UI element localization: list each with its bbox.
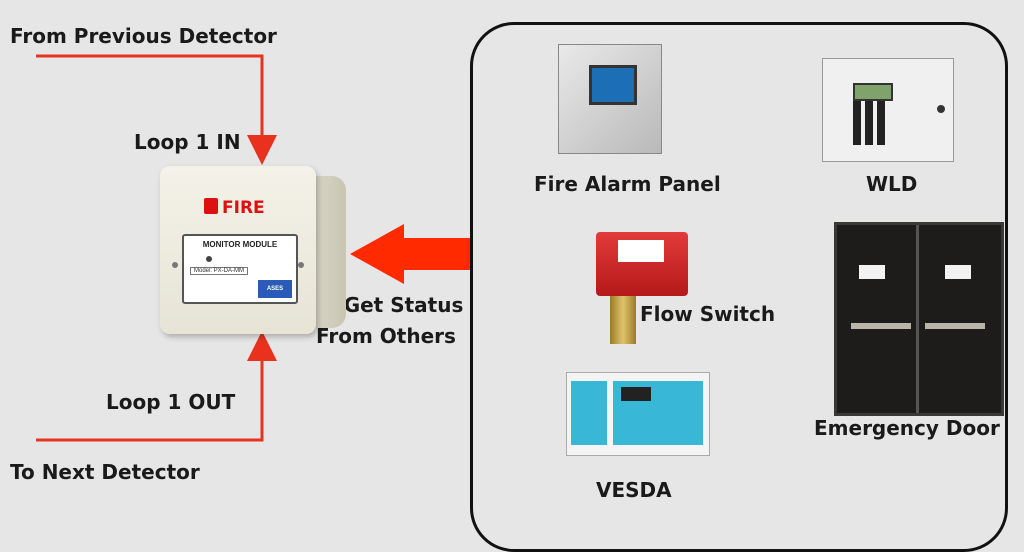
- door-sign-icon: [859, 265, 885, 279]
- input-wire: [36, 54, 277, 165]
- vesda-left-panel: [571, 381, 607, 445]
- flow-switch-tag: [618, 240, 664, 262]
- plate-model: Model: PX-DA-MM: [190, 267, 249, 275]
- led-indicator-icon: [206, 256, 212, 262]
- brand-logo: ASES: [258, 280, 292, 298]
- vesda-display: [621, 387, 651, 401]
- fire-label: FIRE: [222, 198, 265, 218]
- status-label-line2: From Others: [316, 324, 456, 348]
- fire-logo-icon: [204, 198, 218, 214]
- wld-display: [853, 83, 893, 101]
- emergency-door-image: [834, 222, 1004, 416]
- panel-screen: [589, 65, 637, 105]
- to-next-detector-label: To Next Detector: [10, 460, 200, 484]
- monitor-module: FIRE MONITOR MODULE Model: PX-DA-MM ASES: [160, 162, 350, 342]
- vesda-image: [566, 372, 710, 456]
- output-wire: [36, 331, 277, 442]
- module-front: FIRE MONITOR MODULE Model: PX-DA-MM ASES: [160, 166, 316, 334]
- door-push-bar: [925, 323, 985, 329]
- module-side: [310, 176, 346, 328]
- door-sign-icon: [945, 265, 971, 279]
- wld-keypad: [853, 101, 889, 145]
- fire-alarm-panel-image: [558, 44, 662, 154]
- wld-label: WLD: [866, 172, 918, 196]
- flow-switch-pipe: [610, 296, 636, 344]
- fire-alarm-panel-label: Fire Alarm Panel: [534, 172, 721, 196]
- emergency-door-label: Emergency Door: [814, 416, 1000, 440]
- status-arrow: [350, 224, 470, 284]
- from-previous-detector-label: From Previous Detector: [10, 24, 277, 48]
- wiring-diagram: [36, 54, 470, 442]
- vesda-label: VESDA: [596, 478, 672, 502]
- loop-out-label: Loop 1 OUT: [106, 390, 236, 414]
- wld-image: [822, 58, 954, 162]
- loop-in-label: Loop 1 IN: [134, 130, 241, 154]
- door-push-bar: [851, 323, 911, 329]
- flow-switch-image: [596, 232, 688, 296]
- screw-icon: [298, 262, 304, 268]
- module-plate: MONITOR MODULE Model: PX-DA-MM ASES: [182, 234, 298, 304]
- wld-knob-icon: [937, 105, 945, 113]
- screw-icon: [172, 262, 178, 268]
- door-gap: [916, 225, 919, 413]
- flow-switch-label: Flow Switch: [640, 302, 776, 326]
- plate-title: MONITOR MODULE: [202, 240, 278, 249]
